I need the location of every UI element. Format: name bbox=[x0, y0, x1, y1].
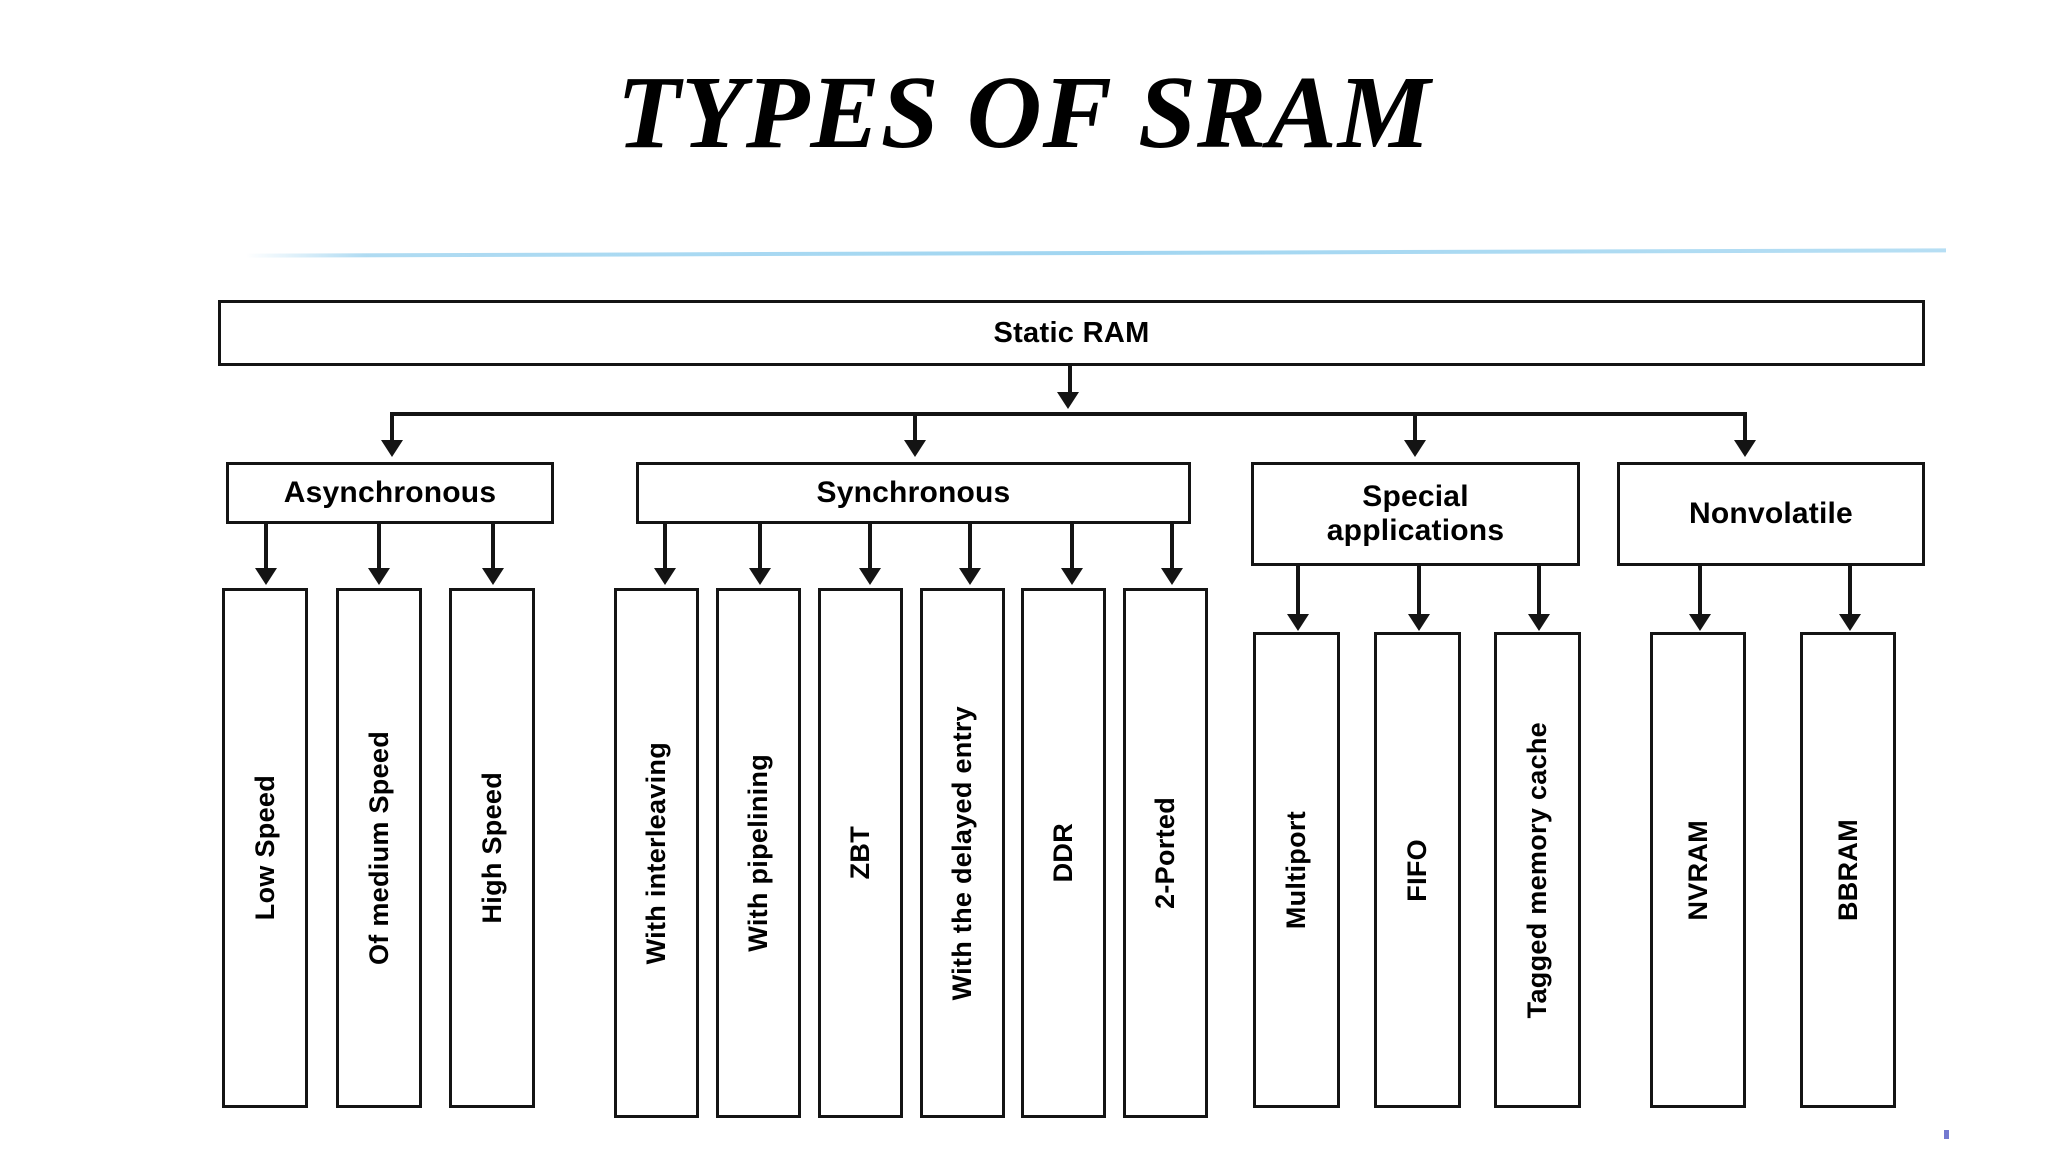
arrowhead-ddr bbox=[1061, 568, 1083, 585]
node-zbt-label: ZBT bbox=[845, 826, 875, 880]
node-tagged-memory-cache-label: Tagged memory cache bbox=[1522, 721, 1552, 1019]
arrowhead-special-applications bbox=[1404, 440, 1426, 457]
node-2-ported[interactable]: 2-Ported bbox=[1123, 588, 1208, 1118]
node-ddr-label: DDR bbox=[1048, 823, 1078, 883]
arrowhead-with-interleaving bbox=[654, 568, 676, 585]
node-nonvolatile-label: Nonvolatile bbox=[1689, 496, 1853, 530]
node-zbt[interactable]: ZBT bbox=[818, 588, 903, 1118]
arrowhead-low-speed bbox=[255, 568, 277, 585]
blue-artifact-mark bbox=[1944, 1130, 1949, 1139]
connector-synchronous-child-5 bbox=[1070, 524, 1074, 572]
node-special-applications-label-line2: applications bbox=[1326, 514, 1505, 547]
connector-bus-drop-special-applications bbox=[1413, 412, 1417, 444]
arrowhead-nonvolatile bbox=[1734, 440, 1756, 457]
node-of-medium-speed-label: Of medium Speed bbox=[363, 730, 394, 966]
node-tagged-memory-cache[interactable]: Tagged memory cache bbox=[1494, 632, 1581, 1108]
connector-bus-level2 bbox=[390, 412, 1747, 416]
node-fifo[interactable]: FIFO bbox=[1374, 632, 1461, 1108]
node-fifo-label: FIFO bbox=[1402, 838, 1432, 902]
node-with-the-delayed-entry[interactable]: With the delayed entry bbox=[920, 588, 1005, 1118]
connector-nonvolatile-child-2 bbox=[1848, 566, 1852, 618]
node-asynchronous-label: Asynchronous bbox=[283, 475, 497, 509]
node-high-speed-label: High Speed bbox=[476, 772, 507, 924]
connector-asynchronous-child-2 bbox=[377, 524, 381, 572]
node-with-interleaving-label: With interleaving bbox=[641, 741, 671, 965]
arrowhead-zbt bbox=[859, 568, 881, 585]
node-ddr[interactable]: DDR bbox=[1021, 588, 1106, 1118]
connector-synchronous-child-1 bbox=[663, 524, 667, 572]
page-title: TYPES OF SRAM bbox=[616, 55, 1432, 170]
connector-special-applications-child-3 bbox=[1537, 566, 1541, 618]
node-static-ram-label: Static RAM bbox=[993, 316, 1150, 349]
node-with-pipelining[interactable]: With pipelining bbox=[716, 588, 801, 1118]
connector-synchronous-child-3 bbox=[868, 524, 872, 572]
node-synchronous-label: Synchronous bbox=[816, 475, 1011, 509]
arrowhead-fifo bbox=[1408, 614, 1430, 631]
arrowhead-bbram bbox=[1839, 614, 1861, 631]
connector-bus-drop-asynchronous bbox=[390, 412, 394, 444]
node-special-applications[interactable]: Special applications bbox=[1251, 462, 1580, 566]
arrowhead-of-medium-speed bbox=[368, 568, 390, 585]
blue-divider-line bbox=[246, 245, 1946, 259]
node-nonvolatile[interactable]: Nonvolatile bbox=[1617, 462, 1925, 566]
arrowhead-with-pipelining bbox=[749, 568, 771, 585]
node-high-speed[interactable]: High Speed bbox=[449, 588, 535, 1108]
connector-special-applications-child-1 bbox=[1296, 566, 1300, 618]
arrowhead-multiport bbox=[1287, 614, 1309, 631]
arrowhead-nvram bbox=[1689, 614, 1711, 631]
arrowhead-root-stem bbox=[1057, 392, 1079, 409]
node-multiport[interactable]: Multiport bbox=[1253, 632, 1340, 1108]
node-low-speed-label: Low Speed bbox=[249, 775, 280, 921]
arrowhead-2-ported bbox=[1161, 568, 1183, 585]
connector-root-stem bbox=[1068, 366, 1072, 396]
connector-asynchronous-child-1 bbox=[264, 524, 268, 572]
arrowhead-asynchronous bbox=[381, 440, 403, 457]
arrowhead-high-speed bbox=[482, 568, 504, 585]
arrowhead-synchronous bbox=[904, 440, 926, 457]
node-multiport-label: Multiport bbox=[1281, 810, 1311, 930]
node-synchronous[interactable]: Synchronous bbox=[636, 462, 1191, 524]
node-low-speed[interactable]: Low Speed bbox=[222, 588, 308, 1108]
connector-nonvolatile-child-1 bbox=[1698, 566, 1702, 618]
node-static-ram[interactable]: Static RAM bbox=[218, 300, 1925, 366]
arrowhead-with-the-delayed-entry bbox=[959, 568, 981, 585]
node-of-medium-speed[interactable]: Of medium Speed bbox=[336, 588, 422, 1108]
connector-bus-drop-nonvolatile bbox=[1743, 412, 1747, 444]
connector-synchronous-child-6 bbox=[1170, 524, 1174, 572]
connector-synchronous-child-4 bbox=[968, 524, 972, 572]
node-nvram-label: NVRAM bbox=[1682, 819, 1713, 921]
node-with-the-delayed-entry-label: With the delayed entry bbox=[947, 705, 977, 1001]
connector-special-applications-child-2 bbox=[1417, 566, 1421, 618]
node-2-ported-label: 2-Ported bbox=[1150, 797, 1180, 909]
node-with-pipelining-label: With pipelining bbox=[743, 754, 773, 952]
node-nvram[interactable]: NVRAM bbox=[1650, 632, 1746, 1108]
node-asynchronous[interactable]: Asynchronous bbox=[226, 462, 554, 524]
node-with-interleaving[interactable]: With interleaving bbox=[614, 588, 699, 1118]
connector-bus-drop-synchronous bbox=[913, 412, 917, 444]
node-bbram[interactable]: BBRAM bbox=[1800, 632, 1896, 1108]
arrowhead-tagged-memory-cache bbox=[1528, 614, 1550, 631]
node-special-applications-label-line1: Special bbox=[1362, 479, 1469, 513]
connector-asynchronous-child-3 bbox=[491, 524, 495, 572]
connector-synchronous-child-2 bbox=[758, 524, 762, 572]
node-bbram-label: BBRAM bbox=[1832, 819, 1863, 921]
